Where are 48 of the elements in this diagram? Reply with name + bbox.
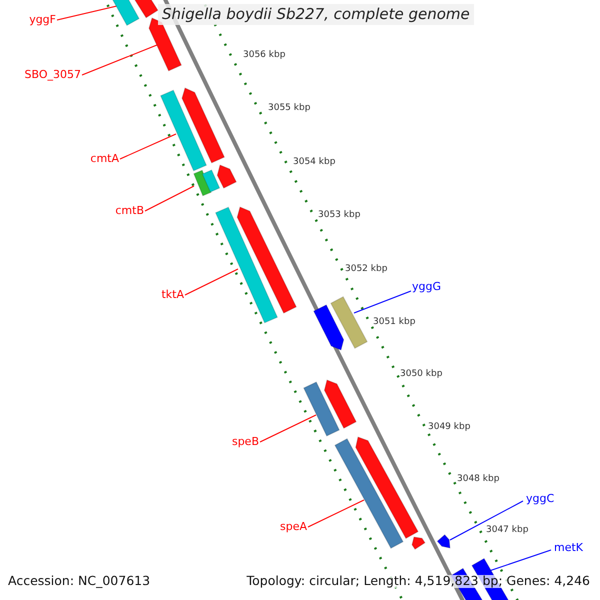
gene-bar	[216, 164, 237, 189]
leader-line	[120, 134, 176, 160]
footer-text: Topology: circular; Length: 4,519,823 bp; Genes: 4,246	[246, 575, 590, 588]
gene-bar	[202, 169, 220, 193]
gene-label: metK	[554, 542, 584, 553]
gene-bar	[111, 0, 140, 26]
gene-label: speB	[232, 436, 259, 447]
scale-label: 3053 kbp	[318, 211, 360, 220]
scale-label: 3050 kbp	[400, 370, 442, 379]
gene-label: tktA	[161, 289, 184, 300]
gene-bar	[214, 206, 278, 324]
scale-label: 3055 kbp	[268, 104, 310, 113]
leader-line	[450, 500, 524, 540]
footer-text: Accession: NC_007613	[8, 575, 150, 588]
leader-line	[488, 550, 552, 572]
scale-label: 3054 kbp	[293, 158, 336, 167]
gene-bar	[236, 206, 297, 314]
gene-bar	[313, 304, 344, 351]
gene-label: cmtA	[90, 153, 119, 164]
leader-line	[56, 6, 118, 20]
title: Shigella boydii Sb227, complete genome	[158, 4, 474, 25]
gene-label: cmtB	[115, 205, 144, 216]
scale-label: 3049 kbp	[428, 423, 470, 432]
leader-line	[184, 268, 238, 296]
gene-label: yggC	[526, 493, 554, 504]
gene-bar	[436, 534, 451, 549]
gene-bar	[324, 379, 357, 429]
gene-bar	[133, 0, 159, 18]
gene-bar	[355, 436, 419, 540]
gene-label: speA	[280, 521, 307, 532]
leader-line	[308, 500, 364, 528]
gene-label: SBO_3057	[24, 69, 81, 80]
leader-line	[354, 290, 412, 314]
leader-line	[82, 44, 158, 76]
gene-bar	[181, 87, 226, 164]
gene-bar	[303, 381, 340, 437]
scale-label: 3048 kbp	[457, 475, 500, 484]
gene-bar	[330, 296, 368, 349]
gene-bar	[160, 90, 208, 172]
gene-bar	[334, 438, 404, 549]
gene-label: yggF	[29, 14, 56, 25]
leader-line	[144, 186, 194, 212]
gene-label: yggG	[412, 281, 441, 292]
scale-label: 3047 kbp	[486, 526, 528, 535]
gene-bar	[411, 536, 426, 550]
scale-label: 3052 kbp	[345, 265, 388, 274]
scale-label: 3056 kbp	[243, 51, 286, 60]
leader-line	[260, 414, 316, 442]
